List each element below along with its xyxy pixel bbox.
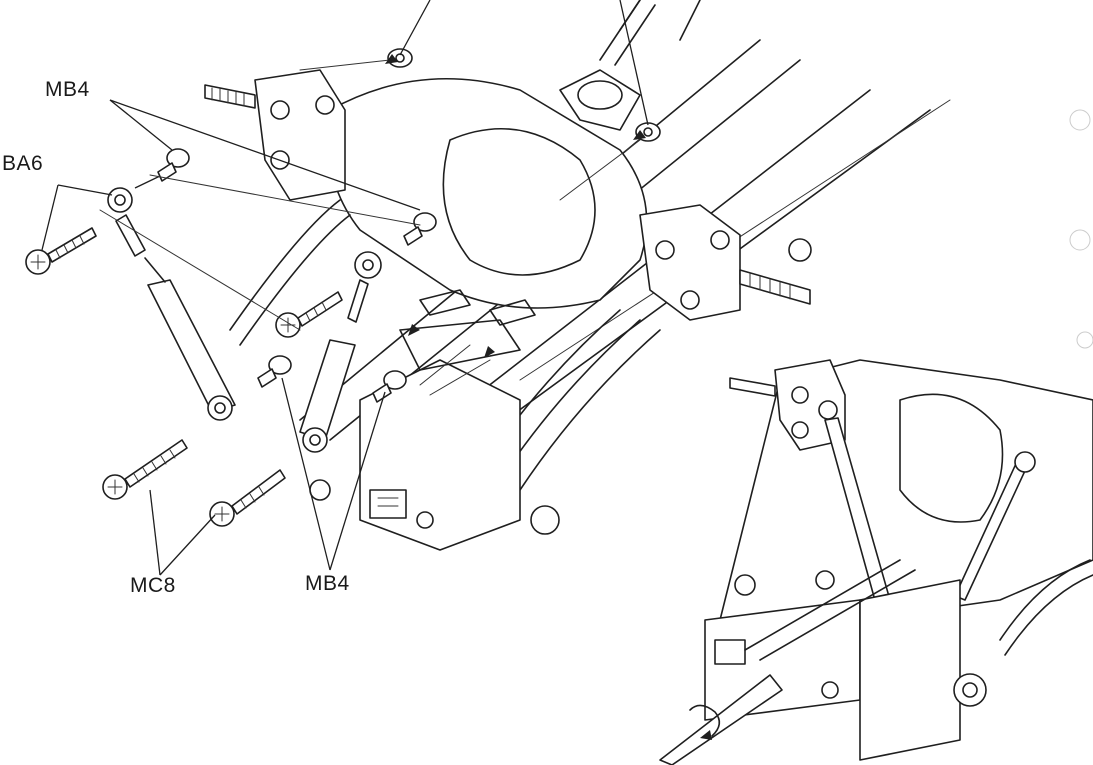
screw-mc8-long	[102, 439, 188, 500]
assembled-inset-view	[704, 359, 1093, 761]
screwdriver-tool	[659, 674, 783, 765]
spacer-mid	[403, 212, 437, 246]
label-mb4-top: MB4	[45, 78, 90, 101]
screw-ba6	[25, 227, 97, 275]
left-shock-absorber	[107, 187, 236, 421]
label-leaders	[41, 99, 421, 576]
label-mc8: MC8	[130, 574, 176, 597]
screw-mid	[275, 291, 343, 338]
assembly-guide-lines	[99, 0, 649, 396]
right-axle-bracket	[639, 204, 812, 321]
spacer-mb4-top	[134, 148, 190, 189]
right-shock-absorber	[299, 251, 382, 453]
label-mb4-bottom: MB4	[305, 572, 350, 595]
spacer-mb4-bottom-right	[372, 370, 407, 403]
page-bleed-marks	[1069, 109, 1093, 349]
frame-crossmember	[309, 289, 536, 551]
left-axle-bracket	[204, 69, 346, 201]
spacer-mb4-bottom-left	[257, 355, 292, 388]
screw-mc8-short	[209, 469, 286, 527]
label-ba6: BA6	[2, 152, 44, 175]
axle-housing	[327, 0, 656, 309]
